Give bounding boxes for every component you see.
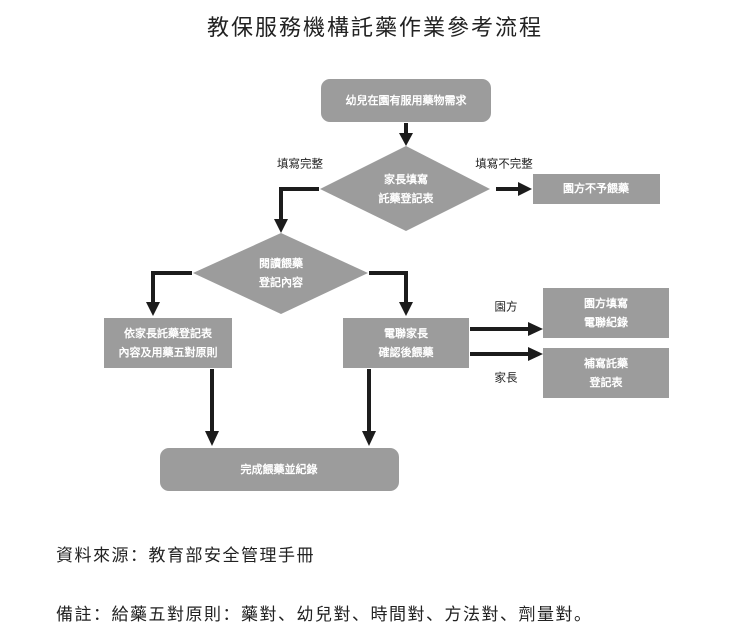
remark-note: 備註：給藥五對原則：藥對、幼兒對、時間對、方法對、劑量對。 (56, 605, 593, 625)
phone-line2: 確認後餵藥 (379, 345, 435, 359)
edge-label-parent: 家長 (495, 371, 518, 385)
node-start: 幼兒在園有服用藥物需求 (321, 79, 491, 122)
source-note: 資料來源：教育部安全管理手冊 (56, 546, 315, 566)
edge-label-school: 園方 (495, 300, 518, 314)
decision1-line2: 託藥登記表 (379, 191, 435, 205)
node-decision-read-record: 閱讀餵藥 登記內容 (193, 233, 368, 314)
node-finish-label: 完成餵藥並紀錄 (241, 462, 318, 476)
edge-label-incomplete: 填寫不完整 (475, 157, 533, 171)
arrow-phone-to-school-record (470, 322, 543, 336)
arrow-decision2-to-follow (146, 271, 192, 316)
arrow-phone-to-parent-form (470, 347, 543, 361)
school-record-line1: 園方填寫 (584, 296, 628, 310)
follow-line1: 依家長託藥登記表 (124, 326, 213, 340)
phone-line1: 電聯家長 (384, 326, 429, 340)
node-reject-label: 園方不予餵藥 (563, 181, 630, 195)
parent-fill-line1: 補寫託藥 (583, 356, 629, 370)
arrow-start-to-decision1 (399, 123, 413, 146)
node-parent-fill-form: 補寫託藥 登記表 (543, 348, 669, 398)
flowchart: 幼兒在園有服用藥物需求 家長填寫 託藥登記表 填寫完整 填寫不完整 園方不予餵藥… (104, 79, 669, 491)
node-follow-rules: 依家長託藥登記表 內容及用藥五對原則 (104, 318, 232, 368)
edge-label-complete: 填寫完整 (277, 157, 323, 171)
arrow-decision1-to-decision2 (274, 187, 319, 233)
arrow-decision2-to-phone (369, 271, 413, 316)
arrow-decision1-to-reject (496, 182, 532, 196)
arrow-phone-to-finish (362, 369, 376, 446)
node-finish: 完成餵藥並紀錄 (160, 448, 399, 491)
node-school-record: 園方填寫 電聯紀錄 (543, 288, 669, 338)
node-decision-parent-form: 家長填寫 託藥登記表 (320, 146, 490, 231)
decision2-line2: 登記內容 (258, 275, 303, 289)
decision1-line1: 家長填寫 (384, 172, 428, 186)
arrow-follow-to-finish (205, 369, 219, 446)
follow-line2: 內容及用藥五對原則 (119, 345, 218, 359)
node-reject: 園方不予餵藥 (533, 174, 660, 204)
decision2-line1: 閱讀餵藥 (259, 256, 304, 270)
node-phone-parent: 電聯家長 確認後餵藥 (343, 318, 469, 368)
node-start-label: 幼兒在園有服用藥物需求 (346, 93, 468, 107)
parent-fill-line2: 登記表 (589, 375, 624, 389)
page-title: 教保服務機構託藥作業參考流程 (206, 16, 543, 41)
school-record-line2: 電聯紀錄 (584, 315, 628, 329)
